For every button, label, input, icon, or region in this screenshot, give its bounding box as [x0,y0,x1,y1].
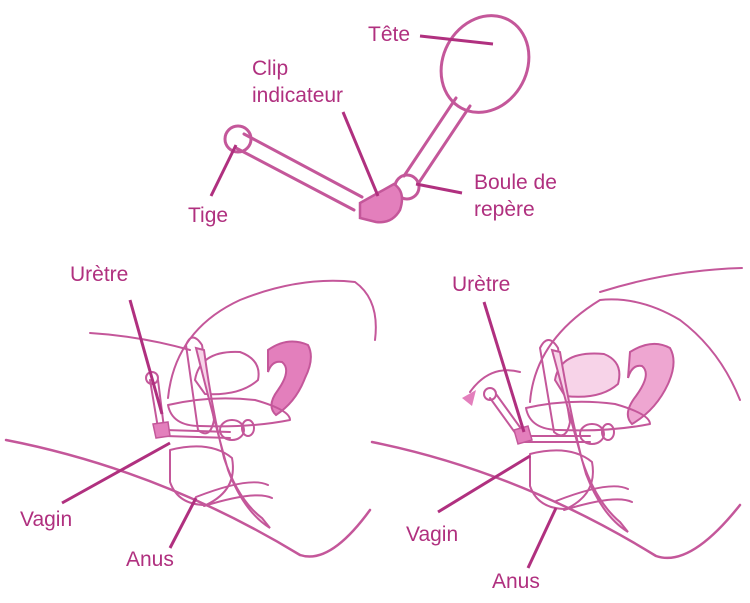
right-leader-anus [526,507,558,569]
right-leader-vagina [437,454,531,514]
right-rectum-band [550,348,629,533]
device-head [439,14,531,114]
right-anatomy-view [370,267,743,569]
label-ball-line1: Boule de [474,171,557,194]
left-cervix-2 [241,419,255,437]
device-stem-rod [234,132,364,212]
label-head: Tête [368,23,410,46]
left-cervix [219,419,245,441]
right-label-urethra: Urètre [452,273,510,296]
label-clip-line2: indicateur [252,84,343,107]
right-pubic-bone [539,339,571,437]
device-neck [402,96,472,186]
right-cervix [579,423,605,445]
left-anal-band [195,481,273,507]
right-leader-urethra [482,301,526,433]
left-leader-anus [168,497,198,549]
left-device-clip [152,421,171,439]
label-clip-line1: Clip [252,57,288,80]
arrow-head-icon [462,390,476,406]
leader-ball [415,182,463,195]
right-uterus [626,342,675,426]
right-anal-band [555,485,633,511]
right-abdomen-outline [529,298,741,403]
device-illustration [209,14,531,224]
right-body-curve-back [370,440,742,560]
left-device-stem [149,379,231,439]
left-anatomy-view [4,279,377,558]
right-perineum [529,449,594,510]
left-device-tip [145,371,159,385]
right-device-stem [489,393,591,443]
right-cervix-2 [601,423,615,441]
left-label-vagina: Vagin [20,508,72,531]
left-body-curve-back [4,438,372,558]
right-motion-arrow [469,369,521,393]
left-label-anus: Anus [126,548,174,571]
left-leader-vagina [61,441,171,505]
left-bladder [194,350,260,396]
left-label-urethra: Urètre [70,263,128,286]
label-stem: Tige [188,204,228,227]
right-body-curve-top [599,267,743,293]
leader-clip [341,111,380,197]
label-ball-line2: repère [474,198,535,221]
right-label-vagina: Vagin [406,523,458,546]
right-label-anus: Anus [492,570,540,593]
left-abdomen-outline [167,279,377,399]
right-bladder [553,352,621,398]
device-stem-tip [223,124,253,154]
labels: Tête Clip indicateur Tige Boule de repèr… [20,23,557,593]
left-rectum-band [194,346,271,529]
right-vaginal-canal [525,400,651,432]
device-clip [358,182,404,224]
left-vaginal-canal [167,397,291,428]
leader-stem [209,144,238,197]
leader-head [419,34,494,46]
right-device-tip [483,387,497,401]
left-leader-urethra [128,299,164,415]
left-uterus [267,340,312,417]
